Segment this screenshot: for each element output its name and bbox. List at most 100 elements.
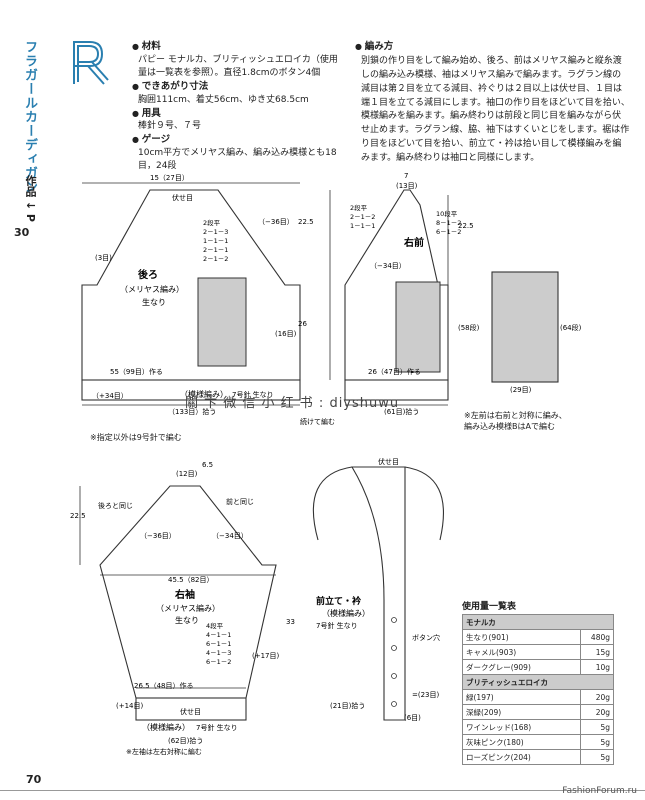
band-sub: （模様編み）	[322, 608, 370, 618]
usage-amount: 20g	[580, 704, 614, 720]
materials-text: パピー モナルカ、ブリティッシュエロイカ（使用量は一覧表を参照）。直径1.8cm…	[138, 54, 338, 78]
back-panel	[197, 277, 247, 367]
usage-table: モナルカ 生なり(901)480g キャメル(903)15g ダークグレー(90…	[462, 614, 614, 765]
sleeve-inc-4: 6－1－2	[206, 658, 231, 666]
sleeve-inc-3: 4－1－3	[206, 649, 231, 657]
back-dec-0: 2段平	[203, 218, 221, 227]
front-dec-l-0: 2段平	[350, 203, 368, 212]
sleeve-inc-0: 4段平	[206, 621, 224, 630]
method-heading: 編み方	[355, 40, 630, 55]
sleeve-pick: (62目)拾う	[168, 736, 203, 745]
sleeve-same-front: 前と同じ	[226, 497, 254, 506]
logo-r-icon	[73, 41, 109, 85]
front-dec-r-2: 6－1－2	[436, 228, 461, 236]
sleeve-needle: 7号針 生なり	[196, 723, 238, 732]
back-side-bind: (3目)	[95, 254, 112, 262]
sleeve-bind: 伏せ目	[180, 707, 201, 716]
motif-panel	[491, 271, 559, 383]
front-width: 26（47目）作る	[368, 367, 421, 376]
front-panel	[395, 281, 441, 373]
sleeve-color: 生なり	[175, 615, 199, 625]
usage-amount: 480g	[580, 629, 614, 645]
footer-divider	[0, 790, 645, 791]
sleeve-width: 45.5（82目）	[168, 576, 214, 584]
sleeve-top-b: (12目)	[176, 470, 198, 478]
needle-note: ※指定以外は9号針で編む	[90, 433, 182, 442]
motif-width: (29目)	[510, 386, 532, 394]
band-curve-left	[312, 466, 353, 541]
materials-heading: 材料	[132, 40, 342, 54]
back-cont: 続けて編む	[300, 417, 335, 426]
sidebar-title: フラガールカーディガン	[22, 40, 37, 194]
spec-block: 材料 パピー モナルカ、ブリティッシュエロイカ（使用量は一覧表を参照）。直径1.…	[132, 40, 342, 173]
band-needle: 7号針 生なり	[316, 621, 358, 630]
usage-row: 深緑(209)	[462, 704, 581, 720]
back-h1: 22.5	[298, 218, 314, 226]
front-dec-l-1: 2－1－2	[350, 213, 375, 221]
front-h1: 22.5	[458, 222, 474, 230]
group-0: モナルカ	[462, 614, 614, 630]
back-top-label: 15（27目）	[150, 174, 189, 182]
usage-row: 緑(197)	[462, 689, 581, 705]
usage-row: 灰味ピンク(180)	[462, 734, 581, 750]
back-width: 55（99目）作る	[110, 367, 163, 376]
front-dec-l-2: 1－1－1	[350, 222, 375, 230]
usage-row: ダークグレー(909)	[462, 659, 581, 675]
back-bind-label: 伏せ目	[172, 193, 193, 202]
usage-amount: 5g	[580, 719, 614, 735]
gauge-heading: ゲージ	[132, 133, 342, 147]
back-panel-w: (16目)	[275, 330, 297, 338]
usage-amount: 5g	[580, 734, 614, 750]
front-top-b: (13目)	[396, 182, 418, 190]
back-plus: （+34目）	[92, 392, 128, 400]
front-head: （−34目）	[370, 262, 406, 270]
usage-amount: 20g	[580, 689, 614, 705]
back-h2: 26	[298, 320, 307, 328]
band-r21: (21目)拾う	[330, 701, 365, 710]
usage-row: ワインレッド(168)	[462, 719, 581, 735]
work-ref: 作品 ↓ P	[24, 175, 37, 222]
tools-heading: 用具	[132, 107, 342, 121]
front-top: 7	[404, 172, 408, 180]
sleeve-dec-r: （−34目）	[212, 532, 248, 540]
method-block: 編み方 別鎖の作り目をして編み始め、後ろ、前はメリヤス編みと縦糸渡しの編み込み模…	[355, 40, 630, 166]
sleeve-cuff-label: 26.5（48目）作る	[134, 681, 194, 690]
usage-title: 使用量一覧表	[462, 602, 517, 612]
size-text: 胸囲111cm、着丈56cm、ゆき丈68.5cm	[138, 94, 309, 105]
back-hem: （模様編み）	[180, 389, 228, 399]
band-r23: =(23目)	[412, 691, 440, 699]
band-outline	[351, 466, 406, 721]
sleeve-top: 6.5	[202, 461, 213, 469]
tools-text: 棒針９号、７号	[138, 121, 202, 132]
sleeve-inc-2: 6－1－1	[206, 640, 231, 648]
mid-watermark: 關 卞 微 信 小 红 书 : diyshuwu	[185, 396, 400, 411]
sleeve-title: 右袖	[174, 588, 195, 601]
usage-row: キャメル(903)	[462, 644, 581, 660]
back-sub: （メリヤス編み）	[120, 284, 184, 294]
front-dec-r-1: 8－1－2	[436, 219, 461, 227]
method-text: 別鎖の作り目をして編み始め、後ろ、前はメリヤス編みと縦糸渡しの編み込み模様、袖は…	[361, 55, 630, 164]
sleeve-h2: 33	[286, 618, 295, 626]
sleeve-cuff	[135, 697, 247, 721]
sleeve-h1: 22.5	[70, 512, 86, 520]
sleeve-inc-1: 4－1－1	[206, 631, 231, 639]
back-dec-2: 1－1－1	[203, 237, 228, 245]
back-needle: 7号針 生なり	[232, 390, 274, 399]
sleeve-dec-l: （−36目）	[140, 532, 176, 540]
front-h2: (58段)	[458, 323, 480, 332]
gauge-text: 10cm平方でメリヤス編み、編み込み模様とも18目，24段	[138, 148, 337, 172]
front-note: ※左前は右前と対称に編み、 編み込み模様BはAで編む	[464, 411, 567, 431]
front-dec-r-0: 10段平	[436, 209, 458, 218]
front-title: 右前	[403, 236, 424, 249]
usage-amount: 15g	[580, 644, 614, 660]
back-hem	[81, 379, 301, 401]
page-number: 70	[26, 773, 42, 786]
band-btn: ボタン穴	[412, 633, 440, 642]
back-pick: （133目）拾う	[168, 407, 216, 416]
band-six: (6目)	[404, 714, 421, 722]
band-title: 前立て・衿	[316, 595, 361, 607]
back-dec-4: 2－1－2	[203, 255, 228, 263]
front-hem	[344, 379, 449, 401]
size-heading: できあがり寸法	[132, 80, 342, 94]
